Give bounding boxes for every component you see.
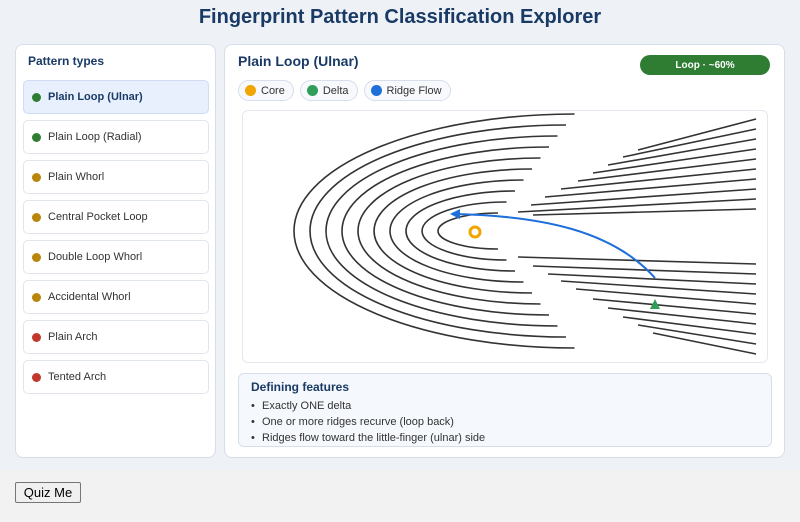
feature-text: Ridges flow toward the little-finger (ul… (262, 432, 486, 444)
ridge-line (532, 208, 757, 216)
pattern-item-plain-loop-ulnar[interactable]: Plain Loop (Ulnar) (23, 80, 209, 114)
features-list: • Exactly ONE delta • One or more ridges r… (251, 398, 485, 446)
feature-item: • Exactly ONE delta (251, 398, 485, 414)
ridge-line (560, 280, 757, 295)
ridge-line (547, 273, 757, 285)
feature-text: One or more ridges recurve (loop back) (262, 416, 454, 428)
ridge-line (607, 307, 757, 325)
bullet-icon: • (251, 400, 255, 412)
legend-label: Core (261, 84, 285, 97)
classification-badge: Loop · ~60% (640, 55, 770, 75)
lower-slant-ridges (517, 256, 757, 355)
pattern-item-double-loop-whorl[interactable]: Double Loop Whorl (23, 240, 209, 274)
upper-slant-ridges (517, 118, 757, 216)
pattern-item-central-pocket-loop[interactable]: Central Pocket Loop (23, 200, 209, 234)
bullet-icon: • (251, 432, 255, 444)
pattern-item-plain-whorl[interactable]: Plain Whorl (23, 160, 209, 194)
delta-dot-icon (306, 85, 318, 96)
defining-features-box: Defining features • Exactly ONE delta • On… (238, 373, 772, 447)
ridge-line (544, 178, 757, 198)
loop-ridge (373, 168, 533, 294)
legend-chip-ridge-flow[interactable]: Ridge Flow (363, 80, 451, 101)
ridge-line (622, 128, 757, 158)
pattern-item-tented-arch[interactable]: Tented Arch (23, 360, 209, 394)
ridge-line (637, 118, 757, 151)
core-marker-icon (468, 225, 482, 239)
pattern-color-dot (32, 212, 41, 222)
ridge-line (607, 138, 757, 166)
ridge-line (560, 168, 757, 190)
pattern-color-dot (32, 372, 41, 382)
ridge-line (577, 158, 757, 182)
legend-label: Ridge Flow (386, 84, 442, 97)
legend-chip-core[interactable]: Core (238, 80, 294, 101)
pattern-color-dot (32, 92, 41, 102)
ridge-line (592, 148, 757, 174)
pattern-item-label: Tented Arch (48, 371, 107, 383)
loop-ridge (293, 113, 575, 349)
pattern-item-plain-arch[interactable]: Plain Arch (23, 320, 209, 354)
core-dot-icon (245, 85, 256, 96)
ridge-line (532, 265, 757, 275)
loop-ridge (421, 201, 507, 261)
bullet-icon: • (251, 416, 255, 428)
pattern-item-label: Plain Loop (Ulnar) (48, 91, 143, 103)
pattern-item-label: Accidental Whorl (48, 291, 131, 303)
features-heading: Defining features (251, 380, 350, 394)
pattern-title: Plain Loop (Ulnar) (238, 53, 359, 69)
ridge-line (530, 188, 757, 206)
fingerprint-diagram-svg (293, 113, 757, 355)
ridge-line (592, 298, 757, 315)
ridge-flow-dot-icon (370, 85, 382, 96)
ridge-flow-arrow (450, 209, 656, 279)
feature-item: • One or more ridges recurve (loop back) (251, 414, 485, 430)
pattern-item-label: Double Loop Whorl (48, 251, 143, 263)
legend-chip-delta[interactable]: Delta (299, 80, 358, 101)
delta-marker-icon (650, 299, 660, 309)
pattern-detail-panel: Plain Loop (Ulnar) Loop · ~60% Core Delt… (224, 44, 785, 458)
loop-ridge (405, 190, 516, 272)
pattern-item-label: Plain Whorl (48, 171, 105, 183)
pattern-list: Plain Loop (Ulnar) Plain Loop (Radial) P… (23, 80, 209, 400)
pattern-color-dot (32, 292, 41, 302)
ridge-line (575, 288, 757, 305)
sidebar-heading: Pattern types (28, 54, 105, 68)
pattern-item-label: Central Pocket Loop (48, 211, 148, 223)
ridge-line (517, 198, 757, 213)
feature-item: • Ridges flow toward the little-finger (u… (251, 430, 485, 446)
pattern-item-plain-loop-radial[interactable]: Plain Loop (Radial) (23, 120, 209, 154)
pattern-color-dot (32, 132, 41, 142)
ridge-line (622, 316, 757, 335)
ridge-line (652, 332, 757, 355)
fingerprint-diagram (242, 110, 768, 363)
pattern-color-dot (32, 252, 41, 262)
feature-text: Exactly ONE delta (262, 400, 352, 412)
loop-ridge (309, 124, 567, 338)
loop-ridges (293, 113, 575, 349)
loop-ridge (325, 135, 558, 327)
loop-ridge (341, 146, 550, 316)
ridge-line (637, 324, 757, 345)
pattern-color-dot (32, 172, 41, 182)
pattern-item-accidental-whorl[interactable]: Accidental Whorl (23, 280, 209, 314)
pattern-color-dot (32, 332, 41, 342)
quiz-me-button[interactable]: Quiz Me (15, 482, 81, 503)
diagram-legend: Core Delta Ridge Flow (238, 80, 457, 101)
legend-label: Delta (322, 84, 349, 97)
loop-ridge (437, 212, 499, 250)
pattern-item-label: Plain Arch (48, 331, 98, 343)
app-title: Fingerprint Pattern Classification Explo… (198, 6, 602, 28)
loop-ridge (389, 179, 524, 283)
pattern-sidebar: Pattern types Plain Loop (Ulnar) Plain L… (15, 44, 216, 458)
pattern-item-label: Plain Loop (Radial) (48, 131, 142, 143)
loop-ridge (357, 157, 541, 305)
